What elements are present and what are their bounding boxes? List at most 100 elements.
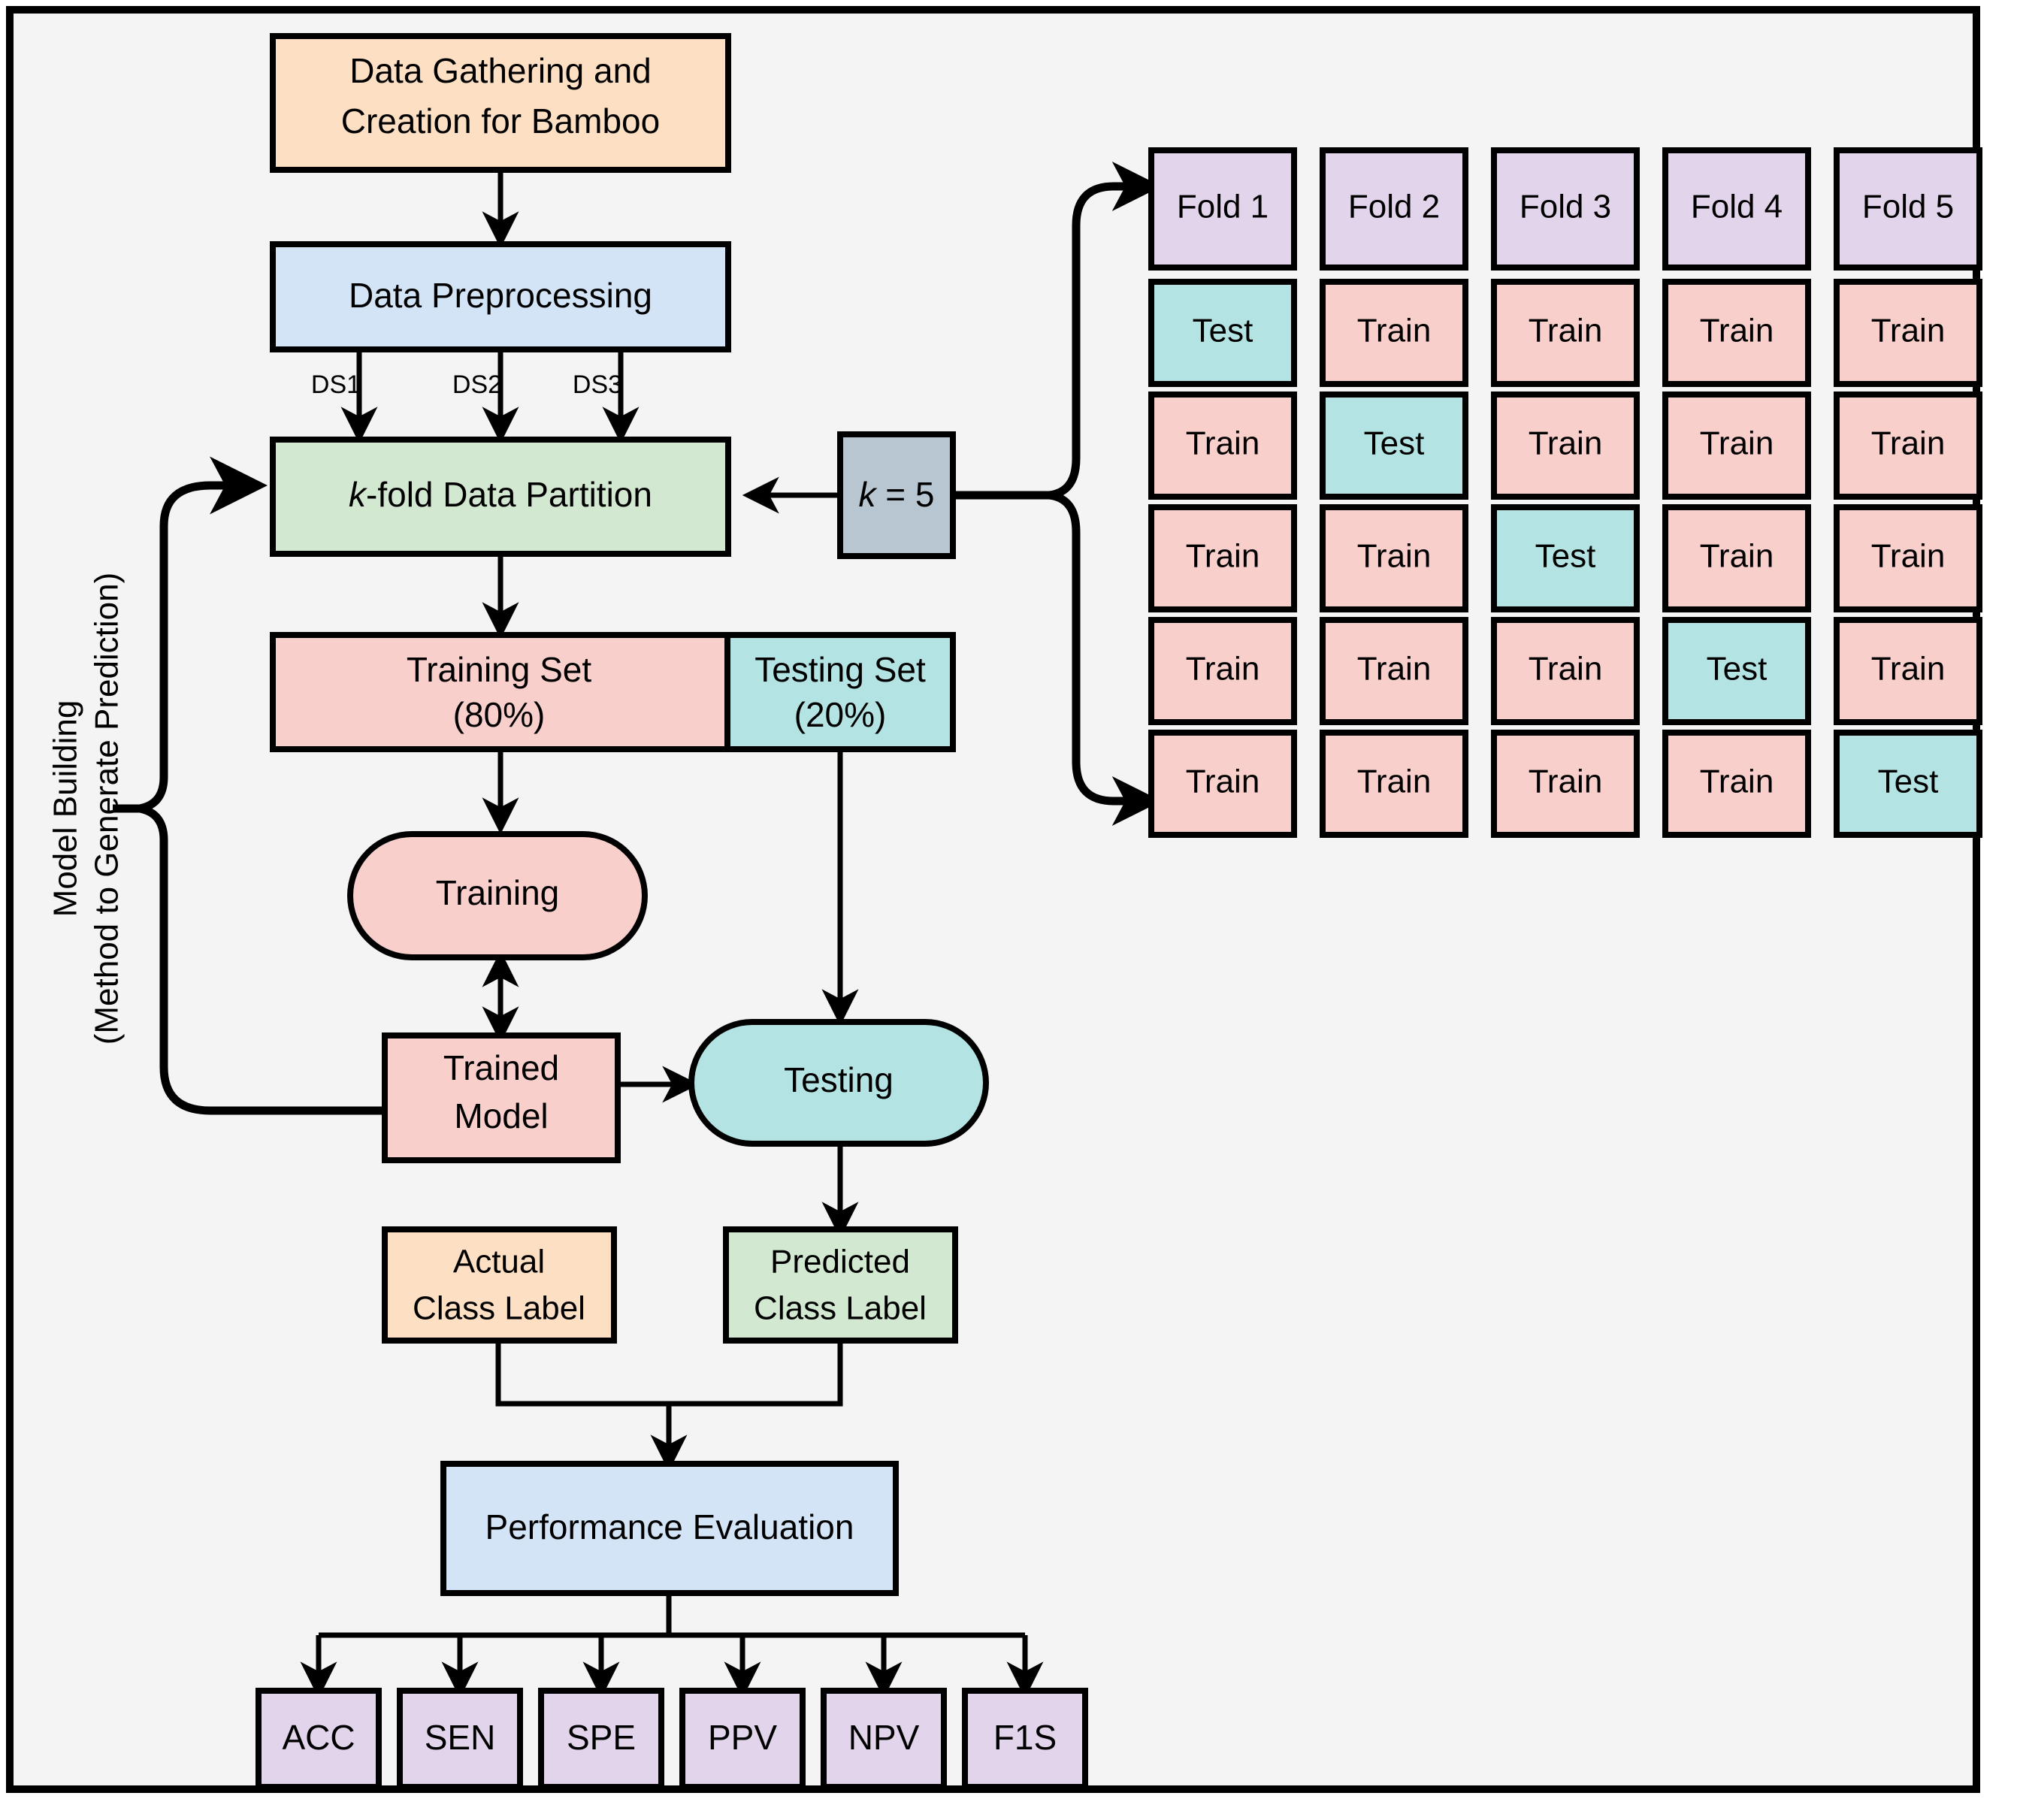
fold-cell-r1-c1[interactable] — [1148, 279, 1297, 387]
fold-cell-r3-c5[interactable] — [1834, 504, 1982, 612]
fold-cell-r2-c4-label: Train — [1700, 425, 1774, 462]
fold-cell-r3-c4-label: Train — [1700, 538, 1774, 575]
fold-cell-r5-c3[interactable] — [1491, 730, 1640, 838]
predicted-label-line1: Predicted — [770, 1244, 910, 1280]
node-trained-model[interactable]: Trained Model — [382, 1032, 621, 1163]
fold-cell-r5-c1-label: Train — [1186, 763, 1260, 800]
fold-cell-r2-c3[interactable] — [1491, 392, 1640, 500]
testing-set-line2: (20%) — [794, 695, 887, 734]
training-set-line2: (80%) — [453, 695, 546, 734]
fold-cell-r2-c5-label: Train — [1871, 425, 1946, 462]
node-predicted-class-label[interactable]: Predicted Class Label — [723, 1226, 958, 1344]
edge-label-ds3: DS3 — [573, 370, 622, 399]
testing-set-line1: Testing Set — [754, 650, 926, 689]
fold-cell-r4-c5[interactable] — [1834, 617, 1982, 725]
fold-cell-r1-c2[interactable] — [1320, 279, 1468, 387]
node-actual-class-label[interactable]: Actual Class Label — [382, 1226, 617, 1344]
fold-cell-r1-c2-label: Train — [1357, 313, 1432, 349]
node-k-value[interactable]: k = 5 — [837, 431, 956, 559]
fold-cell-r5-c2[interactable] — [1320, 730, 1468, 838]
node-kfold-partition[interactable]: k-fold Data Partition — [270, 437, 731, 557]
fold-header-1-label: Fold 1 — [1177, 189, 1269, 225]
fold-cell-r2-c4[interactable] — [1662, 392, 1811, 500]
fold-cell-r5-c4[interactable] — [1662, 730, 1811, 838]
fold-header-4-label: Fold 4 — [1691, 189, 1783, 225]
node-performance-evaluation[interactable]: Performance Evaluation — [440, 1461, 899, 1596]
fold-cell-r2-c2[interactable] — [1320, 392, 1468, 500]
actual-label-line2: Class Label — [413, 1290, 585, 1327]
node-metric-ppv[interactable]: PPV — [679, 1688, 806, 1790]
edge-k-to-fold-bottom — [1048, 491, 1162, 826]
fold-header-5-label: Fold 5 — [1862, 189, 1954, 225]
fold-cell-r5-c4-label: Train — [1700, 763, 1774, 800]
testing-label: Testing — [784, 1060, 894, 1099]
fold-cell-r2-c5[interactable] — [1834, 392, 1982, 500]
node-metric-f1s[interactable]: F1S — [962, 1688, 1088, 1790]
k-value-label: k = 5 — [858, 475, 934, 514]
fold-cell-r3-c3[interactable] — [1491, 504, 1640, 612]
side-annotation: Model Building (Method to Generate Predi… — [47, 573, 125, 1045]
metric-spe-label: SPE — [567, 1718, 636, 1757]
node-testing[interactable]: Testing — [688, 1019, 989, 1147]
k-value-suffix: = 5 — [875, 475, 934, 514]
fold-header-1[interactable] — [1148, 147, 1297, 271]
training-label: Training — [436, 873, 559, 912]
actual-label-line1: Actual — [453, 1244, 545, 1280]
fold-cell-r5-c3-label: Train — [1529, 763, 1603, 800]
fold-cell-r1-c3[interactable] — [1491, 279, 1640, 387]
fold-header-2[interactable] — [1320, 147, 1468, 271]
fold-header-5[interactable] — [1834, 147, 1982, 271]
fold-header-3-label: Fold 3 — [1520, 189, 1611, 225]
node-training-set[interactable]: Training Set (80%) — [270, 632, 730, 752]
fold-cell-r4-c2-label: Train — [1357, 651, 1432, 688]
fold-cell-r1-c5[interactable] — [1834, 279, 1982, 387]
data-gathering-line1: Data Gathering and — [349, 51, 652, 90]
node-training[interactable]: Training — [347, 831, 648, 960]
data-gathering-line2: Creation for Bamboo — [341, 101, 660, 141]
fold-cell-r4-c1[interactable] — [1148, 617, 1297, 725]
data-preprocessing-label: Data Preprocessing — [349, 276, 652, 315]
fold-cell-r5-c5[interactable] — [1834, 730, 1982, 838]
kfold-partition-suffix: -fold Data Partition — [366, 475, 652, 514]
fold-cell-r4-c4[interactable] — [1662, 617, 1811, 725]
fold-cell-r3-c2[interactable] — [1320, 504, 1468, 612]
fold-header-3[interactable] — [1491, 147, 1640, 271]
kfold-partition-k: k — [349, 475, 367, 514]
metric-sen-label: SEN — [425, 1718, 496, 1757]
node-data-gathering[interactable]: Data Gathering and Creation for Bamboo — [270, 33, 731, 173]
fold-cell-r3-c4[interactable] — [1662, 504, 1811, 612]
fold-header-4[interactable] — [1662, 147, 1811, 271]
fold-cell-r3-c1[interactable] — [1148, 504, 1297, 612]
fold-cell-r2-c3-label: Train — [1529, 425, 1603, 462]
node-testing-set[interactable]: Testing Set (20%) — [724, 632, 956, 752]
fold-cell-r4-c1-label: Train — [1186, 651, 1260, 688]
fold-cell-r4-c2[interactable] — [1320, 617, 1468, 725]
side-annotation-line2: (Method to Generate Prediction) — [89, 573, 125, 1045]
node-data-preprocessing[interactable]: Data Preprocessing — [270, 241, 731, 352]
fold-cell-r4-c3[interactable] — [1491, 617, 1640, 725]
kfold-partition-label: k-fold Data Partition — [349, 475, 652, 514]
node-metric-spe[interactable]: SPE — [538, 1688, 664, 1790]
fold-cell-r4-c4-label: Test — [1707, 651, 1768, 688]
fold-cell-r1-c4[interactable] — [1662, 279, 1811, 387]
predicted-label-line2: Class Label — [754, 1290, 927, 1327]
node-metric-sen[interactable]: SEN — [397, 1688, 523, 1790]
metric-f1s-label: F1S — [993, 1718, 1057, 1757]
fold-cell-r3-c3-label: Test — [1535, 538, 1596, 575]
node-metric-npv[interactable]: NPV — [821, 1688, 947, 1790]
edge-label-ds1: DS1 — [311, 370, 361, 399]
fold-cell-r3-c1-label: Train — [1186, 538, 1260, 575]
fold-cell-r1-c3-label: Train — [1529, 313, 1603, 349]
fold-cell-r2-c1-label: Train — [1186, 425, 1260, 462]
edge-k-to-fold-top — [1048, 162, 1162, 500]
fold-cell-r2-c1[interactable] — [1148, 392, 1297, 500]
fold-cell-r5-c1[interactable] — [1148, 730, 1297, 838]
performance-evaluation-label: Performance Evaluation — [485, 1507, 854, 1546]
fold-cell-r2-c2-label: Test — [1364, 425, 1425, 462]
node-metric-acc[interactable]: ACC — [256, 1688, 382, 1790]
metric-npv-label: NPV — [848, 1718, 920, 1757]
fold-cell-r4-c3-label: Train — [1529, 651, 1603, 688]
